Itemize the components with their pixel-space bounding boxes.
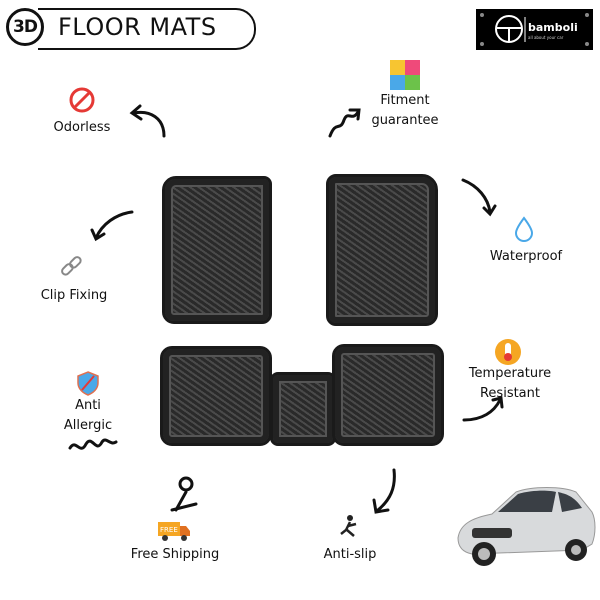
- slip-icon: [338, 514, 362, 542]
- truck-free-text: FREE: [160, 526, 178, 534]
- steering-wheel-icon: [480, 13, 589, 46]
- feature-free-shipping: Free Shipping: [130, 547, 220, 562]
- feature-temperature: Temperature Resistant: [468, 366, 552, 401]
- feature-waterproof: Waterproof: [489, 249, 563, 264]
- water-drop-icon: [512, 216, 536, 246]
- allergy-shield-icon: [74, 370, 102, 400]
- no-odor-icon: [68, 86, 96, 120]
- chain-link-icon: [58, 254, 84, 284]
- feature-fitment: Fitment guarantee: [371, 93, 439, 128]
- puzzle-icon: [390, 60, 420, 94]
- front-right-mat: [326, 174, 438, 326]
- logo-tagline: all about your car: [528, 35, 564, 40]
- feature-anti-slip: Anti-slip: [323, 547, 377, 562]
- feature-odorless: Odorless: [53, 120, 111, 135]
- title-frame: [38, 8, 256, 50]
- front-left-mat: [162, 176, 272, 324]
- 3d-badge: 3D: [6, 8, 44, 46]
- page-title: FLOOR MATS: [58, 13, 217, 41]
- rear-right-mat: [332, 344, 444, 446]
- feature-anti-allergic: Anti Allergic: [63, 398, 113, 433]
- thermometer-icon: [494, 338, 522, 370]
- rear-left-mat: [160, 346, 272, 446]
- rear-center-mat: [270, 372, 336, 446]
- feature-clip-fixing: Clip Fixing: [40, 288, 108, 303]
- logo-name: bamboli: [528, 21, 578, 34]
- delivery-truck-icon: FREE: [158, 520, 190, 546]
- brand-logo: bamboli all about your car: [476, 9, 593, 50]
- car-image: [457, 487, 596, 566]
